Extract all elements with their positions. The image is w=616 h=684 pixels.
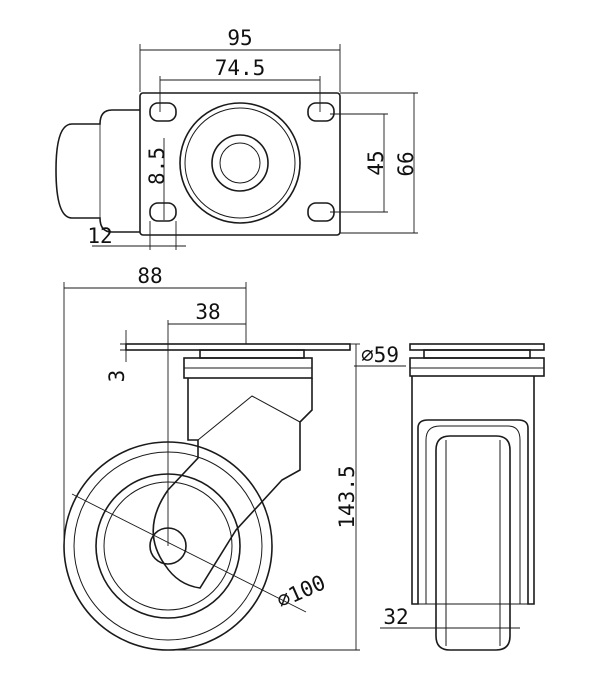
dim-88-label: 88 bbox=[137, 264, 162, 288]
dim-8-5-label: 8.5 bbox=[145, 147, 169, 185]
side-view: ⌀100 88 38 3 143.5 bbox=[63, 264, 360, 651]
dim-32-label: 32 bbox=[383, 605, 408, 629]
top-plate-slot-tl bbox=[149, 102, 177, 122]
side-raceway bbox=[199, 349, 305, 359]
dim-74-5-label: 74.5 bbox=[215, 56, 266, 80]
raceway-outer-circle bbox=[179, 102, 301, 224]
dim-38-label: 38 bbox=[195, 300, 220, 324]
side-fork-leg bbox=[152, 378, 313, 589]
top-view-wheel-outline bbox=[55, 109, 140, 233]
kingpin-inner-circle bbox=[219, 142, 261, 184]
front-raceway bbox=[423, 349, 531, 359]
dim-12-label: 12 bbox=[87, 224, 112, 248]
front-fork-inner bbox=[425, 425, 521, 604]
side-top-plate bbox=[125, 343, 351, 351]
top-plate bbox=[139, 92, 341, 236]
dim-45-label: 45 bbox=[364, 150, 388, 175]
front-view: ⌀59 32 bbox=[354, 343, 545, 651]
dim-95-label: 95 bbox=[227, 26, 252, 50]
dim-100-line bbox=[71, 493, 307, 613]
side-fork-bevel bbox=[197, 395, 301, 441]
front-bearing-housing bbox=[409, 357, 545, 377]
top-plate-slot-bl bbox=[149, 202, 177, 222]
top-view: 95 74.5 66 45 8.5 12 bbox=[55, 26, 418, 250]
front-top-plate bbox=[409, 343, 545, 351]
front-wheel-outline bbox=[435, 435, 511, 651]
dim-3-label: 3 bbox=[105, 370, 129, 383]
dim-66-label: 66 bbox=[394, 151, 418, 176]
dim-100-label: ⌀100 bbox=[273, 570, 329, 612]
raceway-inner-circle bbox=[184, 107, 296, 219]
kingpin-outer-circle bbox=[211, 134, 269, 192]
dim-59-label: ⌀59 bbox=[361, 343, 399, 367]
top-plate-slot-tr bbox=[307, 102, 335, 122]
dim-143-5-label: 143.5 bbox=[335, 465, 359, 528]
front-fork bbox=[411, 376, 535, 605]
